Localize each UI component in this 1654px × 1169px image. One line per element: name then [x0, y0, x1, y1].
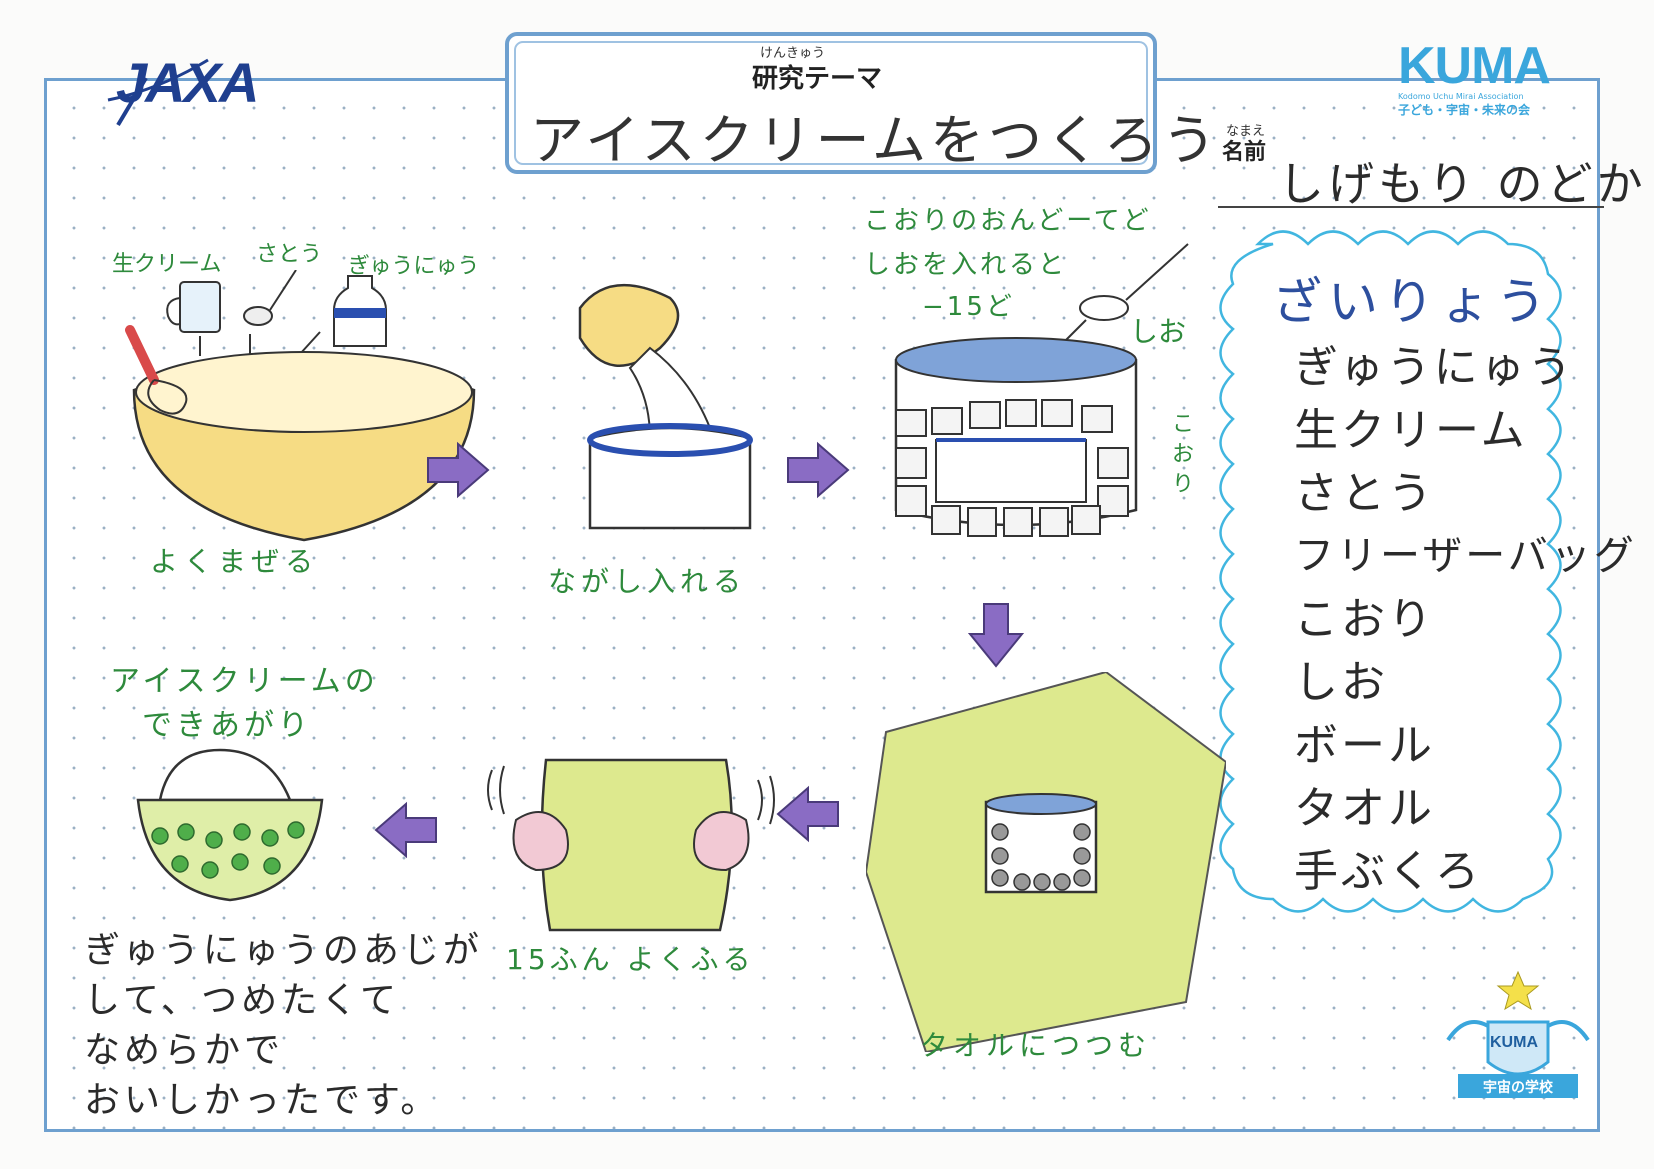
step1-label-cream: 生クリーム	[112, 252, 222, 277]
ingredient-item: さとう	[1294, 468, 1435, 519]
glove-left-icon	[512, 811, 569, 872]
step6-title-line2: できあがり	[142, 708, 312, 743]
step5-shake-drawing	[487, 758, 775, 932]
ingredient-item: タオル	[1294, 783, 1435, 834]
jaxa-logo-text: JAXA	[116, 51, 259, 114]
step3-ice-label: こおり	[1172, 412, 1195, 497]
impression-line: なめらかで	[84, 1030, 285, 1071]
impression-line: して、つめたくて	[84, 980, 401, 1021]
cup-icon	[166, 281, 221, 333]
spoon-icon	[243, 270, 297, 326]
name-underline	[1218, 206, 1604, 208]
arrow-left-icon	[776, 785, 839, 843]
name-value: しげもり のどか	[1278, 157, 1647, 211]
theme-box-inner	[514, 41, 1148, 165]
ingredient-item: ボール	[1294, 720, 1435, 771]
whisk-handle	[125, 325, 159, 385]
ingredients-cloud	[1219, 230, 1562, 913]
theme-label: 研究テーマ	[752, 64, 883, 94]
impression-line: ぎゅうにゅうのあじが	[84, 930, 483, 971]
ingredients-list: ぎゅうにゅう 生クリーム さとう フリーザーバッグ こおり しお ボール タオル…	[1294, 336, 1637, 903]
step1-label-sugar: さとう	[256, 242, 323, 267]
jaxa-swoosh-icon	[107, 58, 209, 127]
kuma-logo-jp: 子ども・宇宙・未来の会	[1398, 103, 1531, 117]
ingredient-item: 手ぶくろ	[1294, 846, 1482, 897]
wrapped-icebox	[984, 793, 1098, 894]
ingredient-item: こおり	[1294, 594, 1435, 645]
badge-emblem-icon	[1446, 970, 1590, 1098]
step3-note-line3: −15ど	[922, 292, 1015, 322]
step1-label-milk: ぎゅうにゅう	[348, 254, 480, 279]
step4-towel-drawing	[866, 672, 1226, 1052]
glove-right-icon	[693, 811, 750, 872]
jaxa-logo: JAXA	[98, 40, 268, 130]
kuma-logo-en: Kodomo Uchu Mirai Association	[1398, 92, 1524, 101]
ice-cubes	[895, 399, 1129, 537]
arrow-left-icon	[374, 801, 437, 859]
name-label: 名前	[1222, 140, 1267, 165]
ingredient-item: ぎゅうにゅう	[1294, 342, 1575, 393]
step4-caption: タオルにつつむ	[920, 1029, 1152, 1062]
impression-text: ぎゅうにゅうのあじが して、つめたくて なめらかで おいしかったです。	[84, 926, 483, 1126]
step2-caption: ながし入れる	[548, 565, 747, 598]
school-badge: KUMA 宇宙の学校	[1438, 970, 1598, 1110]
badge-ribbon-text: 宇宙の学校	[1483, 1080, 1553, 1096]
ingredient-item: しお	[1294, 657, 1388, 708]
impression-line: おいしかったです。	[84, 1080, 441, 1121]
theme-title: アイスクリームをつくろう	[530, 109, 1221, 172]
theme-ruby: けんきゅう	[760, 46, 826, 61]
ingredient-item: フリーザーバッグ	[1294, 533, 1637, 579]
salt-spoon-icon	[1079, 243, 1189, 321]
step6-title-line1: アイスクリームの	[110, 664, 379, 699]
step3-note-line1: こおりのおんどーてど	[864, 206, 1152, 236]
arrow-right-icon	[427, 441, 490, 499]
step3-note-line2: しおを入れると	[864, 250, 1068, 280]
arrow-down-icon	[967, 603, 1025, 668]
step2-pour-drawing	[578, 283, 753, 530]
step5-caption: 15ふん よくふる	[506, 943, 755, 976]
step6-icecream-drawing	[136, 748, 324, 902]
ingredient-item: 生クリーム	[1294, 405, 1528, 456]
name-ruby: なまえ	[1226, 124, 1266, 139]
step3-icebox-drawing	[894, 243, 1189, 537]
ingredients-title: ざいりょう	[1272, 273, 1552, 331]
milk-bottle-icon	[333, 275, 387, 347]
badge-logo-text: KUMA	[1490, 1034, 1538, 1051]
bowl-dots	[151, 821, 305, 879]
step1-caption: よくまぜる	[150, 545, 320, 578]
step3-salt-label: しお	[1130, 315, 1187, 348]
kuma-logo: KUMA Kodomo Uchu Mirai Association 子ども・宇…	[1398, 40, 1578, 120]
step1-bowl-drawing	[125, 270, 476, 542]
arrow-right-icon	[787, 441, 850, 499]
kuma-logo-text: KUMA	[1398, 37, 1551, 95]
